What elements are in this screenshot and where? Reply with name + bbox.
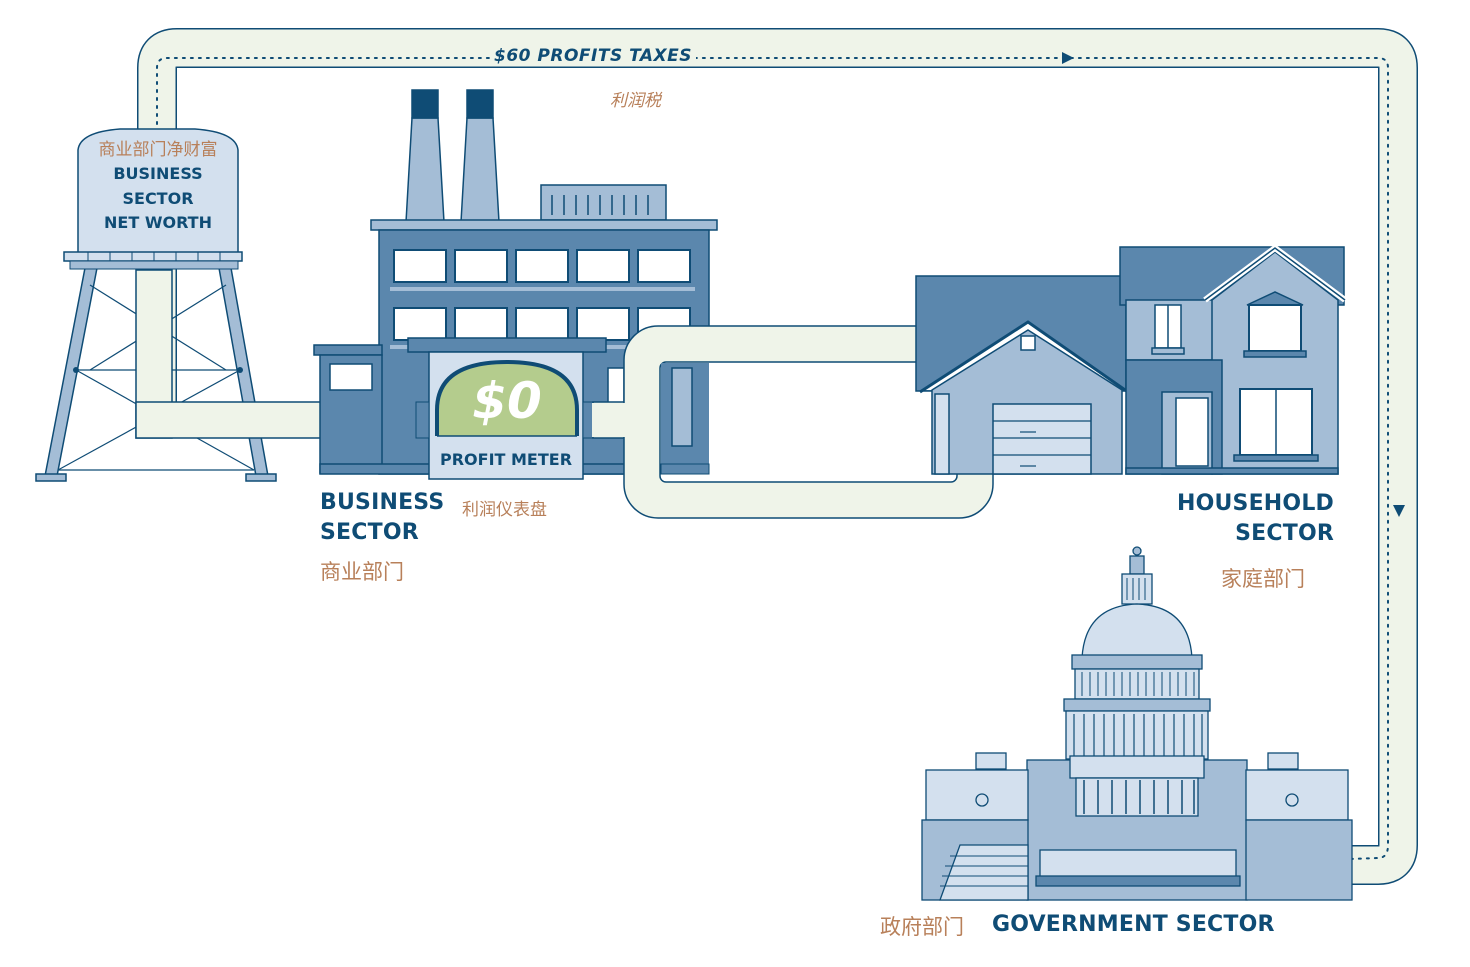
household-pipe-loop [592,325,994,519]
household-sector-label-zh: 家庭部门 [1221,567,1305,591]
water-tower-label-line-2: SECTOR [122,188,194,208]
water-tower-label-line-1: BUSINESS [113,164,203,183]
household-sector-label-line-1: HOUSEHOLD [1176,491,1334,516]
profit-meter-caption: PROFIT METER [439,450,573,469]
water-tower-label-line-3: NET WORTH [104,213,212,232]
household-sector-label: HOUSEHOLD SECTOR [1177,489,1334,549]
water-tower-label-zh: 商业部门净财富 [98,140,218,160]
household-sector-label-line-2: SECTOR [1235,521,1334,546]
business-sector-label: BUSINESS SECTOR [320,488,444,548]
profit-meter-caption-zh: 利润仪表盘 [462,500,547,520]
arrow-right-icon [1062,52,1074,64]
profits-taxes-label: $60 PROFITS TAXES [490,46,696,66]
business-sector-label-line-2: SECTOR [320,520,419,545]
factory-wall-segment [660,363,710,475]
business-sector-label-zh: 商业部门 [320,560,404,584]
arrow-down-icon [1393,505,1405,517]
profits-taxes-label-zh: 利润税 [610,91,661,111]
profit-meter-value-box: $0 [437,372,577,430]
house-icon [915,244,1347,475]
profit-meter-caption-box: PROFIT METER [429,450,583,470]
business-sector-label-line-1: BUSINESS [320,490,445,515]
government-sector-label: GOVERNMENT SECTOR [992,912,1275,937]
government-sector-label-zh: 政府部门 [880,915,964,939]
profit-meter [407,337,607,480]
profit-meter-value: $0 [472,372,542,430]
capitol-icon [921,546,1353,901]
water-tower-label: 商业部门净财富 BUSINESS SECTOR NET WORTH [78,138,238,236]
